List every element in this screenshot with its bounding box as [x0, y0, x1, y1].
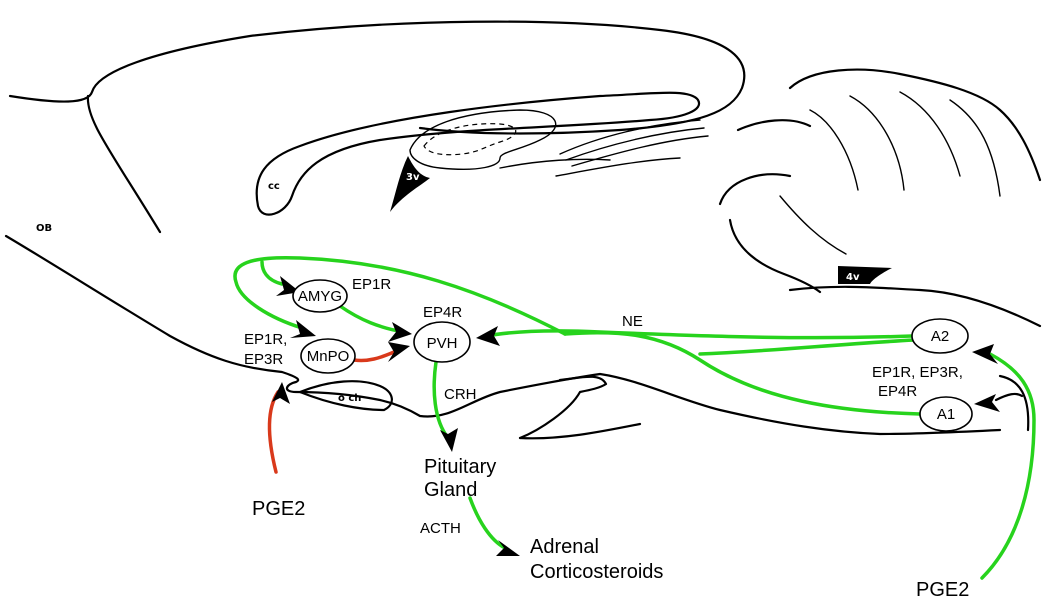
- path-pituitary-to-adrenal: [468, 496, 507, 550]
- cerebellum-folia-4: [949, 99, 1001, 197]
- optic-chiasm: [298, 380, 393, 412]
- label-acth: ACTH: [420, 520, 461, 537]
- cerebellum-folia-5: [779, 195, 847, 255]
- brain-outline: [4, 20, 1042, 440]
- receptor-mnpo-2: EP3R: [244, 351, 283, 368]
- corpus-callosum: [255, 91, 701, 216]
- path-mnpo-to-pvh: [352, 350, 396, 363]
- receptor-amyg: EP1R: [352, 276, 391, 293]
- third-ventricle: [390, 156, 430, 212]
- arrow-a2-pvh: [476, 326, 500, 346]
- pituitary-label-2: Gland: [424, 479, 477, 501]
- cortex-dorsal-contour: [8, 20, 746, 135]
- arrow-a1-input-line: [994, 392, 1024, 402]
- receptor-a1-1: EP1R, EP3R,: [872, 364, 963, 381]
- cerebellum-folia-3: [899, 91, 961, 177]
- node-a2-label: A2: [931, 328, 949, 345]
- hippocampus-dashed: [423, 123, 517, 156]
- node-amyg: AMYG: [292, 279, 348, 313]
- fourth-ventricle: [838, 266, 892, 284]
- pons-contour: [518, 375, 608, 440]
- cerebellum-folia-2: [849, 95, 905, 191]
- cerebellum: [718, 68, 1042, 294]
- receptor-a1-2: EP4R: [878, 383, 917, 400]
- label-3v: 3v: [406, 172, 420, 183]
- arrow-to-pituitary: [440, 428, 458, 452]
- label-ob: OB: [36, 223, 52, 234]
- pons-lower: [518, 422, 642, 440]
- hippocampus-layer-3: [571, 135, 709, 167]
- receptor-mnpo-1: EP1R,: [244, 331, 287, 348]
- path-ne-loop-top: [233, 255, 567, 336]
- node-amyg-label: AMYG: [298, 288, 342, 305]
- label-och: o ch: [338, 393, 361, 404]
- pge2-right-label: PGE2: [916, 579, 969, 600]
- node-a1: A1: [919, 396, 973, 432]
- receptor-pvh: EP4R: [423, 304, 462, 321]
- node-a2: A2: [911, 318, 969, 354]
- node-a1-label: A1: [937, 406, 955, 423]
- hippocampus-outer: [409, 109, 557, 170]
- brainstem-tail: [998, 374, 1030, 432]
- arrow-into-mnpo: [290, 320, 316, 338]
- node-pvh-label: PVH: [427, 335, 458, 352]
- arrow-into-a2: [972, 344, 998, 364]
- hippocampus-layer-2: [565, 127, 705, 161]
- brainstem-dorsal: [788, 285, 1042, 328]
- path-loop-to-amyg: [260, 260, 284, 286]
- path-amyg-to-pvh: [338, 304, 406, 334]
- pge2-left-label: PGE2: [252, 498, 305, 520]
- adrenal-label-1: Adrenal: [530, 536, 599, 558]
- pituitary-label-1: Pituitary: [424, 456, 496, 478]
- label-4v: 4v: [846, 272, 860, 283]
- cortex-frontal-contour: [86, 94, 162, 234]
- label-crh: CRH: [444, 386, 477, 403]
- adrenal-label-2: Corticosteroids: [530, 561, 663, 583]
- label-ne: NE: [622, 313, 643, 330]
- path-pge2-to-mnpo: [267, 390, 280, 474]
- path-a1-to-ne: [563, 330, 922, 416]
- arrow-mnpo-pvh: [388, 342, 410, 362]
- arrow-to-adrenal: [496, 540, 520, 556]
- midbrain-contour: [736, 119, 812, 132]
- path-a2-to-pvh: [484, 329, 914, 340]
- path-pge2-to-a2: [980, 352, 1036, 580]
- label-cc: cc: [268, 181, 280, 192]
- node-pvh: PVH: [413, 321, 471, 363]
- node-mnpo: MnPO: [300, 338, 356, 374]
- thalamus-contour: [499, 157, 681, 177]
- ventral-contour: [4, 234, 1002, 436]
- arrow-into-a1: [974, 394, 1000, 412]
- node-mnpo-label: MnPO: [307, 348, 350, 365]
- arrowheads: [272, 276, 1024, 556]
- arrow-pge2-mnpo: [272, 382, 290, 404]
- cerebellum-folia-1: [809, 109, 859, 191]
- arrow-amyg-pvh: [388, 322, 412, 342]
- path-a2-cross: [698, 338, 916, 356]
- hippocampus-layer-1: [559, 119, 701, 155]
- green-pathways: [233, 255, 1036, 580]
